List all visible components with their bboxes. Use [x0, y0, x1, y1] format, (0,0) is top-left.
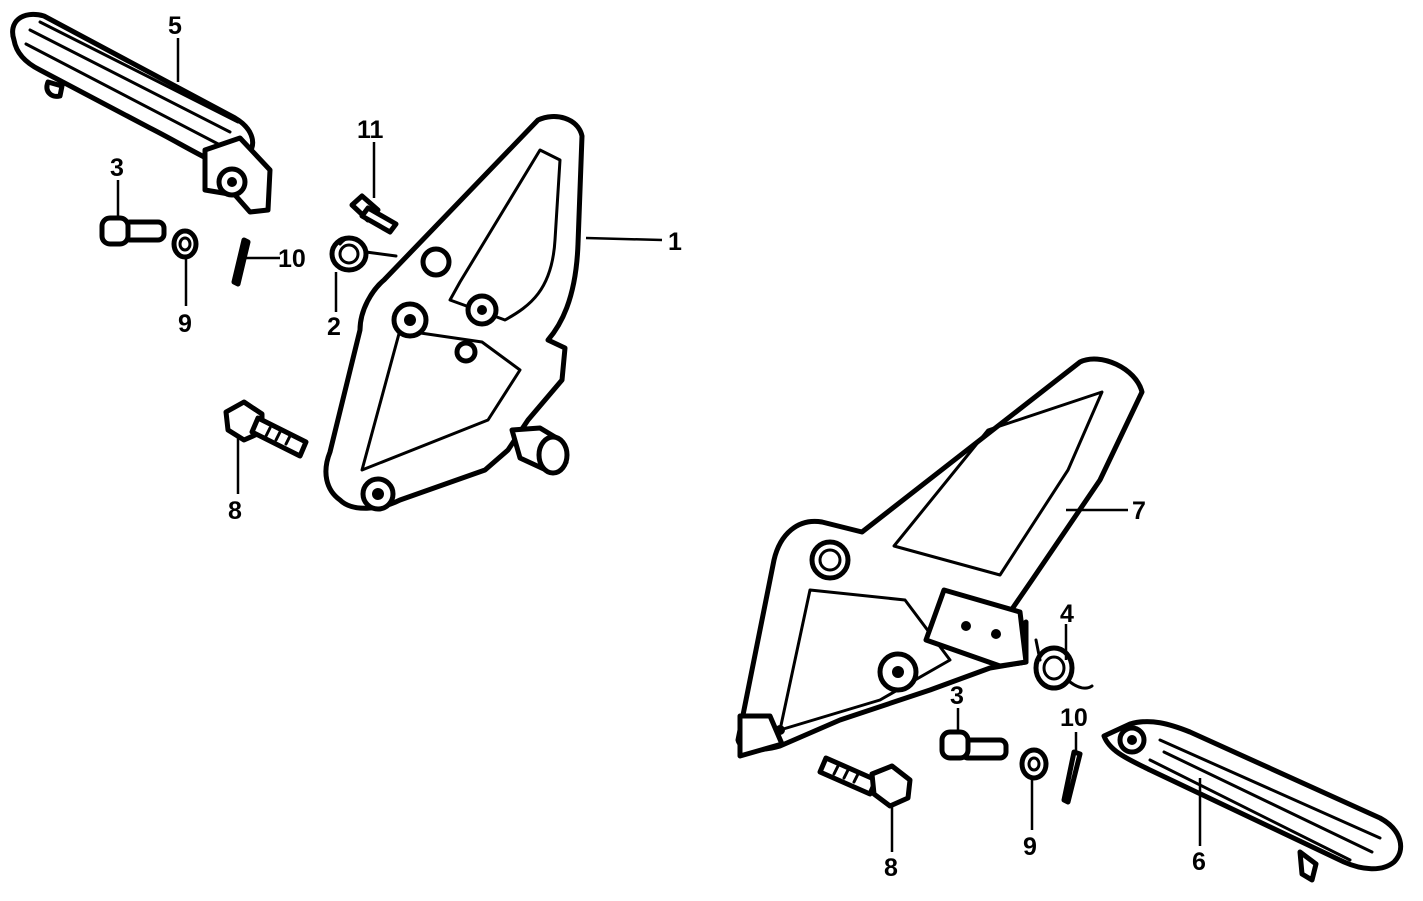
callout-6: 6	[1192, 848, 1206, 876]
bolt-right	[817, 755, 913, 809]
footpeg-right	[1101, 719, 1404, 883]
spring-right	[1033, 638, 1094, 691]
callouts: 5 3 9 10 11 2 1 8 7 4 3 10 9 8 6	[110, 12, 1206, 882]
callout-8-left: 8	[228, 497, 242, 525]
callout-3-right: 3	[950, 682, 964, 710]
spring-left	[329, 235, 398, 273]
footpeg-left	[10, 12, 273, 215]
callout-1: 1	[668, 228, 682, 256]
callout-10-left: 10	[278, 245, 306, 273]
bracket-right	[735, 356, 1145, 759]
washer-right	[1019, 747, 1049, 781]
callout-10-right: 10	[1060, 704, 1088, 732]
callout-3-left: 3	[110, 154, 124, 182]
bracket-left	[323, 114, 585, 512]
callout-5: 5	[168, 12, 182, 40]
callout-7: 7	[1132, 497, 1146, 525]
callout-9-right: 9	[1023, 833, 1037, 861]
bolt-left	[223, 399, 309, 459]
callout-4: 4	[1060, 600, 1074, 628]
leader-lines	[116, 38, 1202, 852]
cotter-pin-right	[1061, 749, 1083, 805]
pin-left	[99, 215, 167, 247]
bolt-small	[349, 193, 399, 235]
callout-9-left: 9	[178, 310, 192, 338]
callout-11: 11	[357, 116, 384, 144]
callout-2: 2	[327, 313, 341, 341]
cotter-pin-left	[231, 237, 251, 287]
washer-left	[171, 228, 199, 260]
callout-8-right: 8	[884, 854, 898, 882]
pin-right	[939, 729, 1009, 761]
